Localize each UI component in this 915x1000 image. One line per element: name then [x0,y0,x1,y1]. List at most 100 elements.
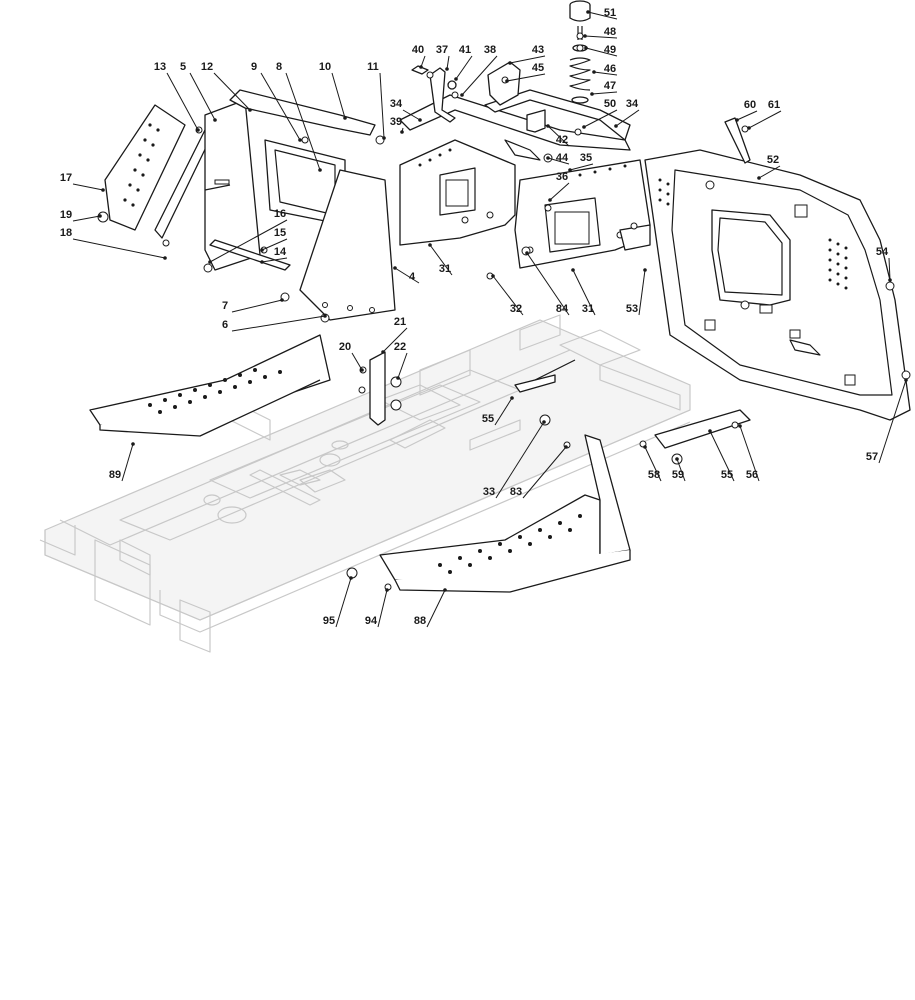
bracket-part-42 [526,109,546,133]
callout-leader-dot [418,118,422,122]
callout-leader-dot [675,457,679,461]
callout-leader-dot [208,260,212,264]
callout-leader-dot [445,67,449,71]
callout-leader-dot [428,243,432,247]
callout-4: 4 [393,266,420,284]
bracket-part-60 [724,117,751,164]
callout-leader-line [569,163,594,171]
callout-leader-dot [393,266,397,270]
callout-leader-line [878,379,907,464]
callout-number: 21 [394,316,406,328]
callout-leader-line [261,238,288,251]
callout-leader-dot [318,168,322,172]
callout-number: 4 [409,271,416,283]
callout-number: 39 [390,116,402,128]
callout-18: 18 [60,227,167,260]
callout-leader-dot [385,588,389,592]
callout-number: 36 [556,171,568,183]
callout-leader-line [736,110,758,121]
callout-32: 32 [491,274,524,316]
callout-leader-line [644,446,662,482]
callout-number: 31 [439,263,451,275]
callout-number: 83 [510,486,522,498]
bumper-part-51 [569,0,591,22]
dash-panel-part-52 [644,149,911,421]
callout-leader-dot [382,136,386,140]
callout-17: 17 [60,172,105,192]
callout-number: 7 [222,300,228,312]
callout-leader-line [526,252,570,316]
callout-leader-dot [510,396,514,400]
callout-leader-line [509,55,546,64]
callout-leader-line [72,183,104,191]
chassis-frame-ghost [39,314,691,653]
callout-47: 47 [590,80,618,96]
callout-leader-dot [443,588,447,592]
callout-leader-dot [98,214,102,218]
callout-leader-line [748,110,782,129]
callout-number: 47 [604,80,616,92]
callout-16: 16 [208,208,288,264]
bracket-part-55-upper [514,359,576,393]
callout-number: 51 [604,7,616,19]
callout-58: 58 [643,445,662,482]
footboard-part-89 [89,334,331,437]
left-panel-part-5 [204,99,261,271]
callout-leader-dot [614,124,618,128]
callout-leader-dot [583,34,587,38]
side-panel-part-17 [104,104,186,231]
bracket-part-53 [619,224,651,251]
callout-leader-line [231,299,283,313]
callout-46: 46 [592,63,618,76]
callout-number: 5 [180,61,186,73]
callout-leader-line [615,109,640,127]
callout-number: 22 [394,341,406,353]
callout-number: 88 [414,615,426,627]
callout-leader-dot [888,278,892,282]
callout-number: 58 [648,469,660,481]
callout-number: 42 [556,134,568,146]
callout-leader-dot [738,424,742,428]
callout-leader-dot [564,445,568,449]
callout-number: 31 [582,303,594,315]
callout-leader-dot [343,116,347,120]
callout-leader-line [397,352,408,379]
callout-leader-dot [571,268,575,272]
callout-leader-dot [260,260,264,264]
callout-number: 8 [276,61,282,73]
callout-11: 11 [367,61,386,140]
callout-leader-line [377,589,388,628]
bracket-part-38 [429,67,456,123]
callout-leader-line [335,577,352,628]
callout-number: 15 [274,227,286,239]
callout-number: 34 [390,98,403,110]
callout-42: 42 [546,124,570,147]
callout-leader-line [638,269,646,316]
callout-leader-dot [546,156,550,160]
callout-leader-line [72,238,166,259]
callout-leader-line [402,109,421,121]
callout-36: 36 [548,171,570,202]
callout-leader-dot [546,124,550,128]
callout-leader-line [587,11,618,20]
callout-leader-line [426,589,446,628]
callout-leader-dot [280,298,284,302]
footboard-part-88 [379,434,631,593]
callout-8: 8 [276,61,322,172]
callout-89: 89 [109,442,135,482]
callout-leader-line [676,458,686,482]
callout-leader-line [591,91,618,95]
bracket-part-21 [369,351,386,426]
callout-leader-line [260,72,301,141]
callout-54: 54 [876,246,892,282]
bracket-part-55-lower [654,409,751,449]
callout-number: 40 [412,44,424,56]
callout-53: 53 [626,268,647,316]
callout-leader-dot [757,176,761,180]
callout-leader-dot [454,77,458,81]
callout-leader-dot [248,108,252,112]
callout-10: 10 [319,61,347,120]
callout-leader-line [429,244,453,276]
callout-number: 55 [721,469,733,481]
callout-leader-dot [568,168,572,172]
